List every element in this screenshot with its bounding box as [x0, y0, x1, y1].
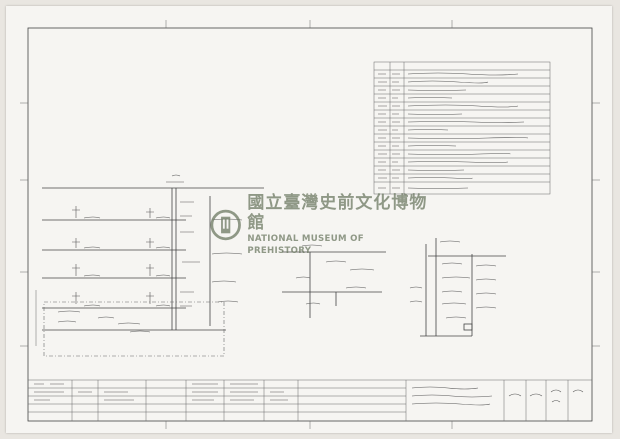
title-block: [28, 379, 592, 421]
museum-watermark: 國立臺灣史前文化博物館 NATIONAL MUSEUM OF PREHISTOR…: [210, 193, 430, 256]
technical-drawing: [20, 20, 600, 429]
drawing-sheet: 國立臺灣史前文化博物館 NATIONAL MUSEUM OF PREHISTOR…: [6, 6, 612, 433]
basement-outline: [43, 301, 225, 357]
riser-diagram: [42, 187, 264, 331]
title-block-scribbles: [34, 383, 584, 406]
right-detail: [420, 238, 506, 337]
museum-english-name: NATIONAL MUSEUM OF PREHISTORY: [247, 234, 364, 256]
legend-scribbles: [378, 72, 529, 189]
riser-fixtures: [57, 174, 243, 333]
legend-table: [373, 61, 551, 195]
center-detail: [282, 251, 386, 318]
museum-logo-icon: [210, 209, 241, 241]
center-detail-notes: [295, 244, 375, 305]
museum-chinese-name: 國立臺灣史前文化博物館: [247, 193, 428, 233]
frame-ticks: [20, 20, 600, 429]
right-detail-notes: [409, 240, 497, 319]
